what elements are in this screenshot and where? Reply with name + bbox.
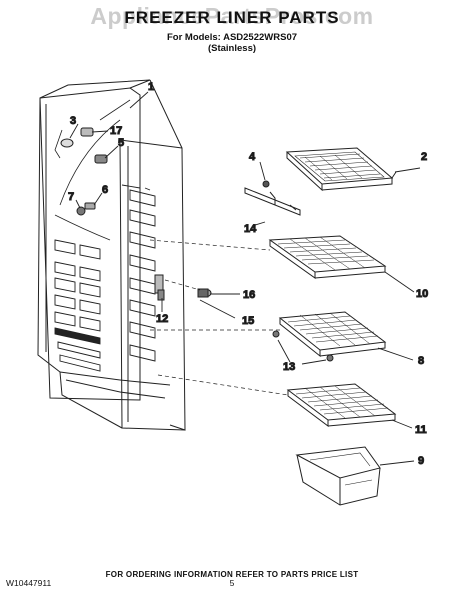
part-2-tray (285, 147, 397, 192)
small-parts (60, 127, 108, 216)
callout-2: 2 (421, 151, 427, 163)
callout-12: 12 (156, 313, 168, 325)
part-10-shelf (268, 235, 387, 279)
callout-6: 6 (102, 184, 108, 196)
freezer-liner (37, 79, 186, 431)
document-number: W10447911 (6, 578, 52, 588)
callout-10: 10 (416, 288, 428, 300)
ordering-note: FOR ORDERING INFORMATION REFER TO PARTS … (105, 570, 359, 579)
callout-4: 4 (249, 151, 256, 163)
variant-line: (Stainless) (207, 43, 257, 54)
callout-numbers: 1 2 3 4 5 6 7 8 9 10 11 12 13 14 15 16 1… (68, 81, 429, 468)
part-14-rail (244, 180, 301, 216)
part-11-shelf (286, 383, 397, 427)
watermark: AppliancePartsPros.com (90, 3, 374, 29)
models-line: For Models: ASD2522WRS07 (166, 32, 298, 43)
callout-9: 9 (418, 455, 424, 467)
callout-11: 11 (415, 424, 427, 436)
part-9-bin (295, 446, 381, 506)
part-12-bracket (154, 274, 165, 301)
callout-14: 14 (244, 223, 257, 235)
callout-13: 13 (283, 361, 295, 373)
part-16-stop (197, 288, 212, 298)
part-8-shelf (272, 311, 387, 362)
callout-3: 3 (70, 115, 76, 127)
callout-5: 5 (118, 137, 124, 149)
callout-7: 7 (68, 191, 74, 203)
callout-1: 1 (148, 81, 154, 93)
callout-17: 17 (110, 125, 122, 137)
callout-8: 8 (418, 355, 424, 367)
page-title: FREEZER LINER PARTS (124, 8, 340, 27)
page-number: 5 (229, 578, 235, 588)
callout-15: 15 (242, 315, 254, 327)
callout-16: 16 (243, 289, 255, 301)
